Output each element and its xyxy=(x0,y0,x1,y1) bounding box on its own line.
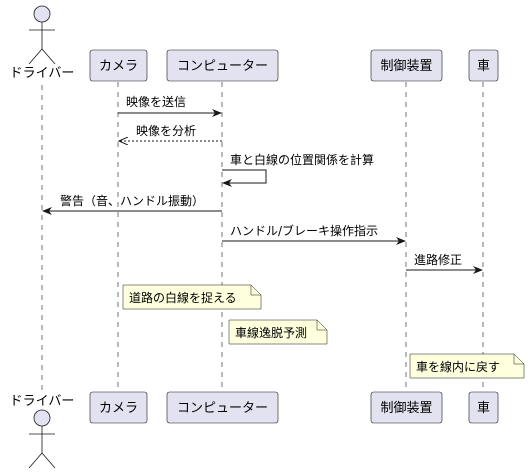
driver-actor-bottom xyxy=(28,409,56,469)
camera-label-top: カメラ xyxy=(99,59,138,74)
driver-label-top: ドライバー xyxy=(10,66,75,81)
participant-camera-top: カメラ xyxy=(89,49,148,82)
driver-actor-top xyxy=(28,5,56,65)
participant-computer-top: コンピューター xyxy=(166,49,279,82)
note-text-lane-departure: 車線逸脱予測 xyxy=(235,325,307,340)
note-lane-departure: 車線逸脱予測 xyxy=(228,319,328,345)
message-label-send-video: 映像を送信 xyxy=(126,94,186,109)
participant-car-top: 車 xyxy=(468,49,499,82)
participant-controller-top: 制御装置 xyxy=(370,49,443,82)
message-label-analyze-video: 映像を分析 xyxy=(136,124,196,138)
camera-label-bottom: カメラ xyxy=(99,401,138,416)
participant-car-bottom: 車 xyxy=(468,391,499,424)
message-label-warning: 警告（音、ハンドル振動） xyxy=(60,193,204,208)
participant-controller-bottom: 制御装置 xyxy=(370,391,443,424)
message-label-calc-position: 車と白線の位置関係を計算 xyxy=(230,152,374,167)
computer-label-bottom: コンピューター xyxy=(177,401,268,416)
controller-label-top: 制御装置 xyxy=(380,59,432,74)
car-label-top: 車 xyxy=(477,59,490,74)
message-label-course-correction: 進路修正 xyxy=(414,252,462,267)
note-capture-lines: 道路の白線を捉える xyxy=(122,284,262,310)
note-text-capture-lines: 道路の白線を捉える xyxy=(129,290,237,305)
message-label-control-instruction: ハンドル/ブレーキ操作指示 xyxy=(230,223,378,238)
message-arrow-calc-position xyxy=(222,169,267,187)
note-text-return-to-lane: 車を線内に戻す xyxy=(416,359,500,374)
note-return-to-lane: 車を線内に戻す xyxy=(409,353,525,379)
computer-label-top: コンピューター xyxy=(177,59,268,74)
participant-camera-bottom: カメラ xyxy=(89,391,148,424)
car-label-bottom: 車 xyxy=(477,401,490,416)
driver-label-bottom: ドライバー xyxy=(10,394,75,409)
controller-label-bottom: 制御装置 xyxy=(380,401,432,416)
participant-computer-bottom: コンピューター xyxy=(166,391,279,424)
